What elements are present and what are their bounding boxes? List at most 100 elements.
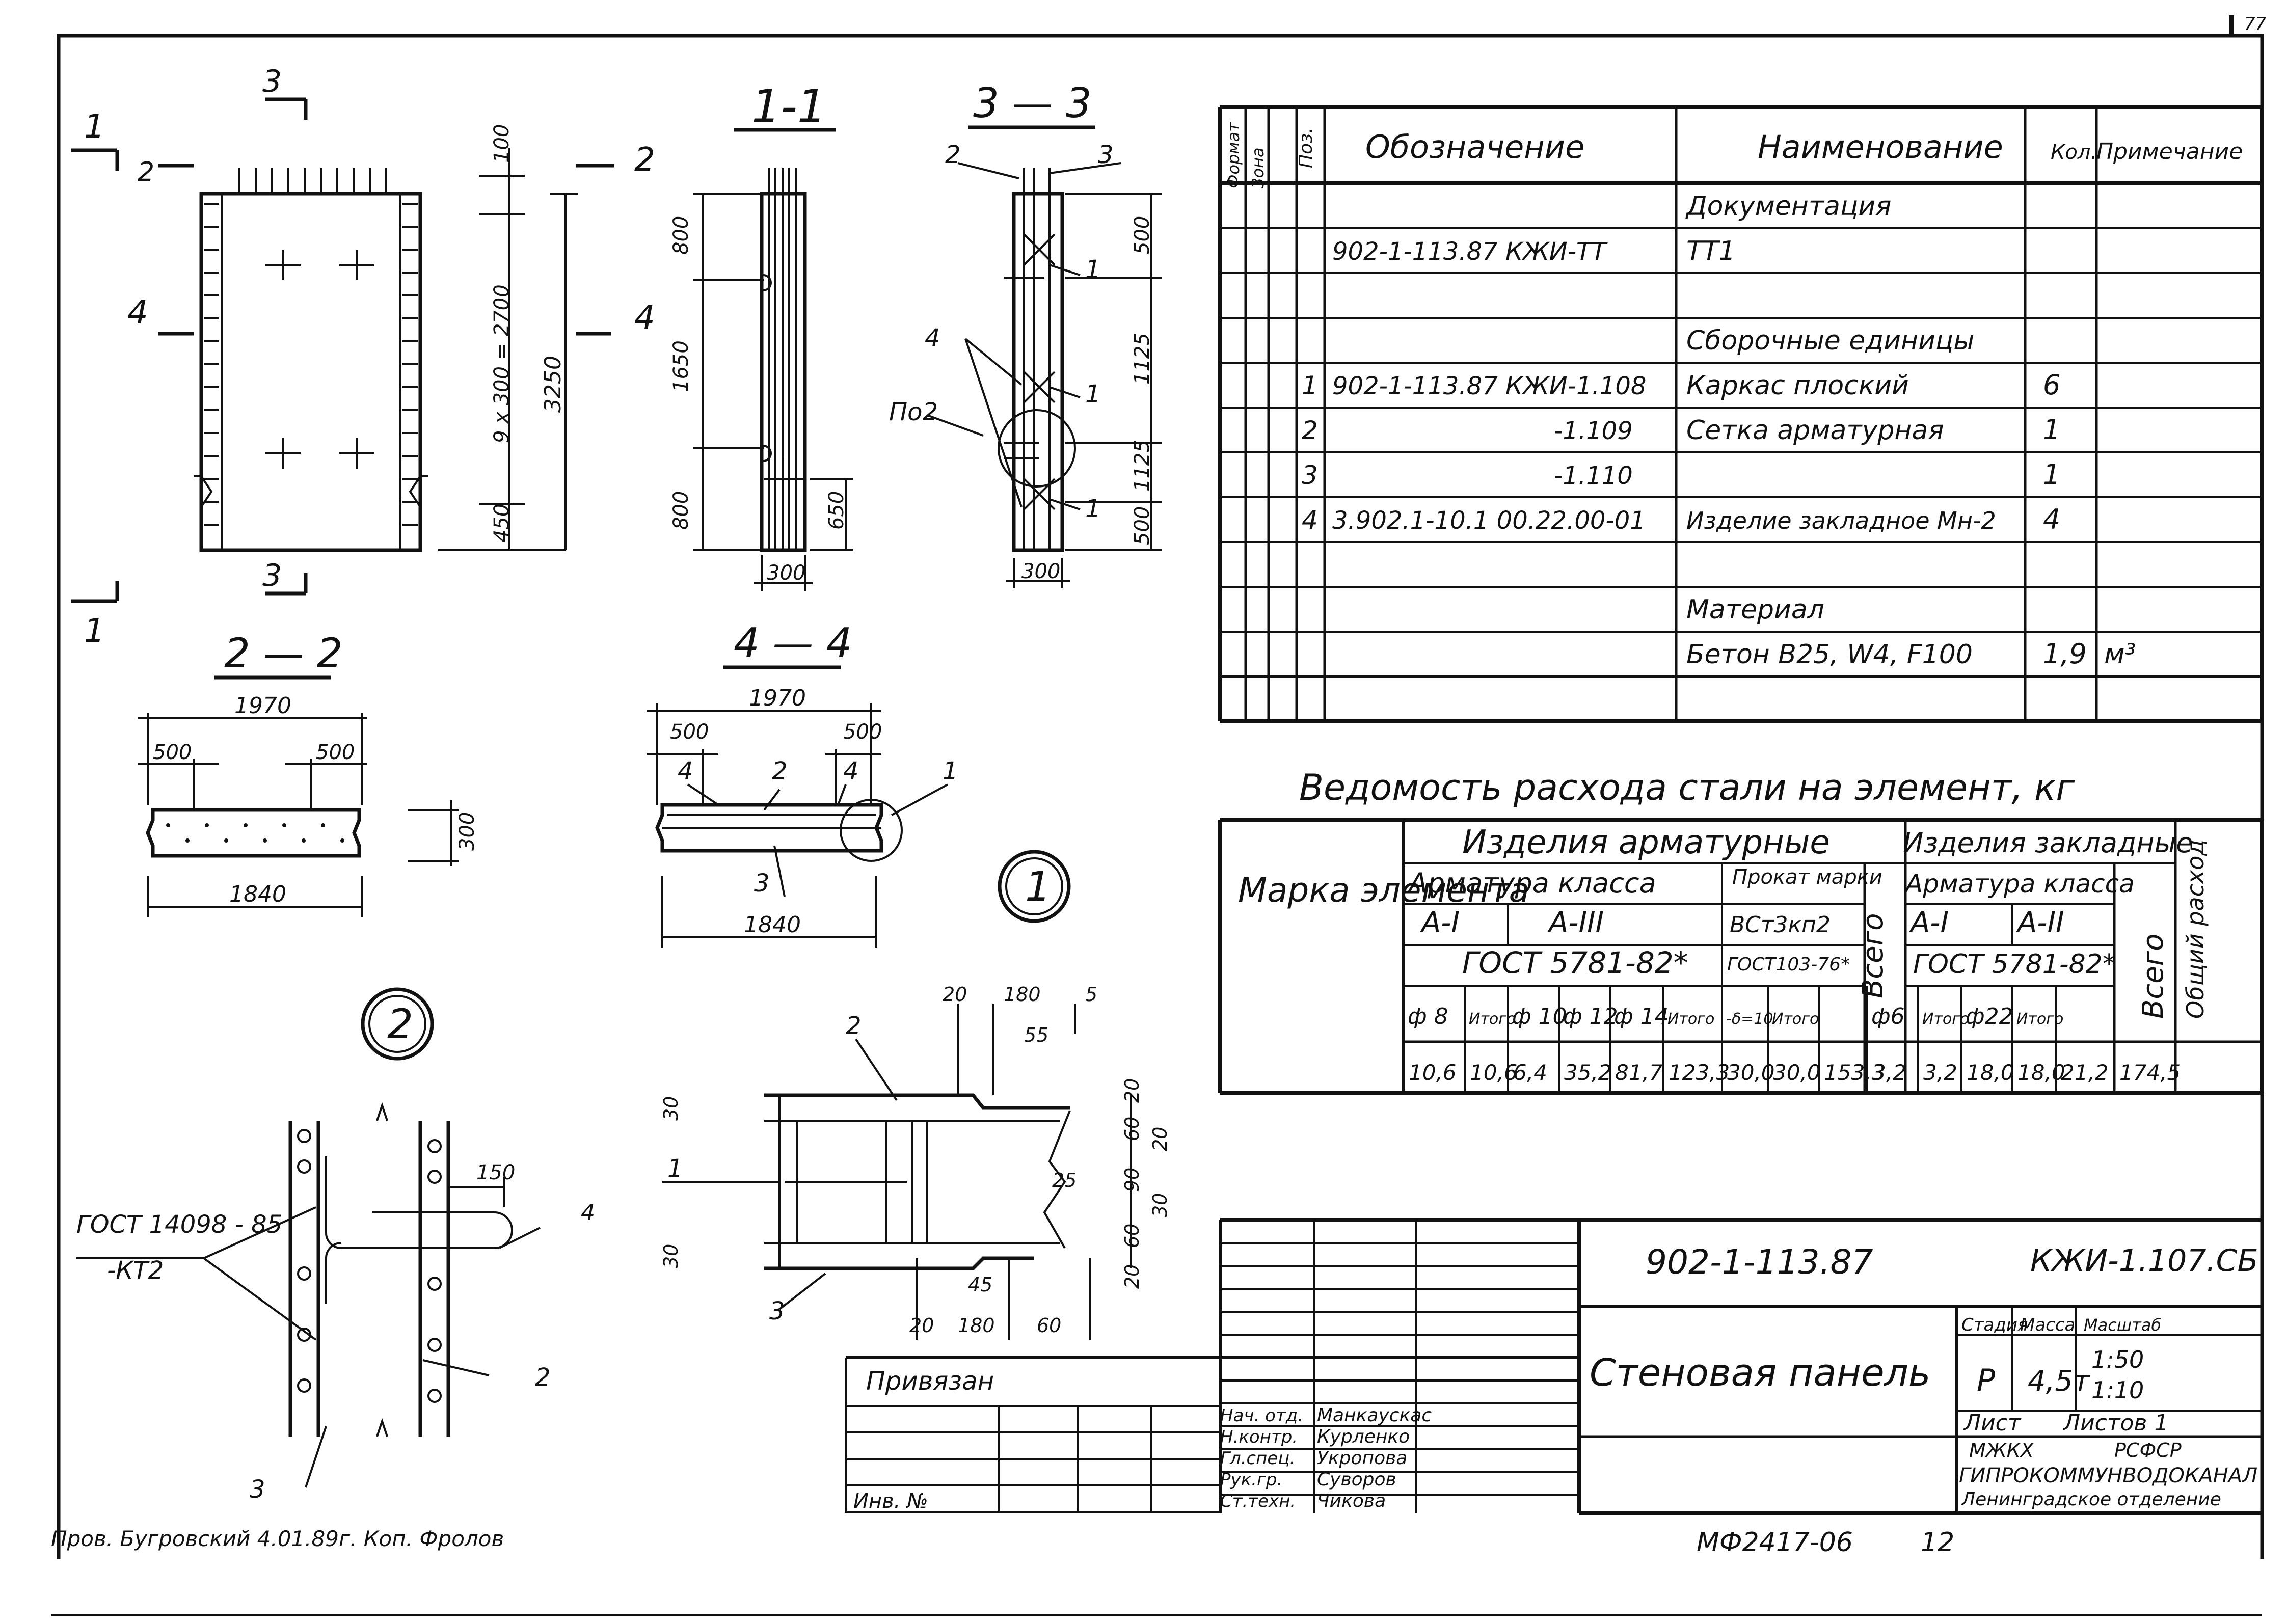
- dim-20: 20: [909, 1314, 934, 1337]
- total-embed: Всего: [2137, 934, 2170, 1019]
- tb-person: Чикова: [1317, 1491, 1386, 1511]
- label-1: 1: [1085, 495, 1101, 523]
- steel-col-header: ф 12: [1563, 1004, 1618, 1030]
- dim-1125: 1125: [1131, 440, 1154, 492]
- tb-person: Укропова: [1317, 1448, 1407, 1469]
- dim-300: 300: [767, 561, 805, 585]
- section-2-2: 2 — 2 1970 500 500 300 1840: [138, 630, 479, 917]
- dim-20: 20: [1121, 1078, 1143, 1103]
- rebar-class: Арматура класса: [1407, 867, 1656, 899]
- node-callout-2: 2: [361, 987, 434, 1061]
- dim-60: 60: [1121, 1117, 1143, 1141]
- dim-500: 500: [1131, 506, 1154, 545]
- dim-90: 90: [1121, 1168, 1143, 1192]
- tb-role: Н.контр.: [1220, 1427, 1298, 1447]
- steel-value: 30,0: [1727, 1060, 1775, 1085]
- view-title: 3 — 3: [973, 79, 1092, 127]
- col-pos: Поз.: [1296, 127, 1316, 168]
- dim-30: 30: [1149, 1193, 1171, 1217]
- panel-elevation: 1 1 2 2 3 3 4 4 100 9 x 300 = 2700 3250 …: [71, 64, 655, 650]
- steel-grade: ВСт3кп2: [1730, 912, 1831, 938]
- spec-row-pos: 1: [1302, 371, 1318, 400]
- dim-1125: 1125: [1131, 333, 1154, 385]
- page-number: 12: [1921, 1527, 1954, 1558]
- cut-mark-3: 3: [262, 64, 282, 99]
- tb-role: Нач. отд.: [1220, 1405, 1303, 1426]
- steel-col-header: Итого: [1772, 1010, 1819, 1028]
- label-3: 3: [769, 1297, 785, 1325]
- label-1: 1: [1085, 380, 1101, 409]
- steel-value: 10,6: [1470, 1060, 1518, 1085]
- spec-row-name: Сборочные единицы: [1686, 326, 1974, 356]
- cut-mark-3: 3: [262, 558, 282, 593]
- dim-500: 500: [316, 741, 355, 764]
- spec-row-designation: -1.110: [1554, 462, 1633, 490]
- org-1: МЖКХ: [1969, 1439, 2034, 1461]
- dim-60: 60: [1121, 1224, 1143, 1248]
- steel-value: 3,2: [1872, 1060, 1906, 1085]
- label-1: 1: [943, 757, 958, 786]
- steel-col-header: ф22: [1966, 1004, 2013, 1030]
- steel-value: 6,4: [1513, 1060, 1547, 1085]
- section-1-1: 1-1 800 1650 800 650 300: [669, 80, 853, 591]
- dim-20: 20: [943, 983, 967, 1006]
- spec-row-qty: 4: [2043, 503, 2060, 535]
- label-1: 1: [1085, 255, 1101, 284]
- dim-1970: 1970: [749, 685, 806, 711]
- dim-20: 20: [1121, 1264, 1143, 1289]
- dim-45: 45: [968, 1274, 992, 1296]
- spec-row-name: Сетка арматурная: [1686, 415, 1944, 446]
- spec-row-qty: 1: [2043, 458, 2060, 491]
- dim-800: 800: [669, 216, 693, 255]
- col-note: Примечание: [2096, 139, 2243, 165]
- steel-value: 153,3: [1824, 1060, 1885, 1085]
- dim-500: 500: [670, 720, 709, 744]
- tb-role: Рук.гр.: [1220, 1470, 1282, 1490]
- steel-value: 21,2: [2061, 1060, 2109, 1085]
- col-zone: Зона: [1248, 147, 1268, 188]
- rolled-label: Прокат марки: [1732, 865, 1882, 889]
- gost-embed: ГОСТ 5781-82*: [1913, 949, 2116, 980]
- cut-mark-1: 1: [84, 108, 105, 146]
- dim-800: 800: [669, 491, 693, 530]
- label-4: 4: [925, 324, 940, 353]
- check-signature: Пров. Бугровский 4.01.89г. Коп. Фролов: [51, 1526, 504, 1551]
- cut-mark-2: 2: [138, 157, 154, 187]
- stage-header: Стадия: [1961, 1315, 2028, 1335]
- section-3-3: 3 — 3 2 3 4 1 1 1 По2 500 1125 1125 500 …: [889, 79, 1162, 588]
- dim-1840: 1840: [229, 881, 286, 907]
- class-a2: А-II: [2016, 906, 2064, 939]
- scale-1: 1:50: [2091, 1346, 2144, 1373]
- spec-row-name: Материал: [1686, 594, 1824, 625]
- spec-row-qty: 6: [2043, 369, 2060, 401]
- steel-consumption-table: Ведомость расхода стали на элемент, кг М…: [1218, 767, 2264, 1095]
- spec-row-pos: 2: [1302, 416, 1318, 445]
- steel-col-header: ф 10: [1512, 1004, 1567, 1030]
- dim-1970: 1970: [234, 693, 291, 719]
- mass-header: Масса: [2020, 1315, 2075, 1335]
- steel-value: 174,5: [2119, 1060, 2181, 1085]
- steel-value: 81,7: [1615, 1060, 1663, 1085]
- spec-row-name: Изделие закладное Мн-2: [1686, 507, 1996, 534]
- label-node-2: По2: [889, 398, 938, 426]
- steel-col-header: Итого: [1922, 1010, 1969, 1028]
- overall-total: Общий расход: [2182, 840, 2209, 1019]
- dim-180: 180: [1004, 983, 1041, 1006]
- class-a3: А-III: [1547, 906, 1604, 939]
- scale-header: Масштаб: [2084, 1315, 2161, 1335]
- org-4: Ленинградское отделение: [1960, 1489, 2221, 1510]
- dim-30: 30: [660, 1244, 682, 1268]
- dim-150: 150: [476, 1161, 515, 1184]
- stage-value: Р: [1977, 1363, 1996, 1398]
- view-title: 2 — 2: [224, 630, 343, 677]
- scale-2: 1:10: [2091, 1376, 2144, 1404]
- tb-person: Манкаускас: [1317, 1405, 1432, 1426]
- inv-label: Инв. №: [853, 1490, 928, 1513]
- dim-3250: 3250: [540, 356, 566, 413]
- cut-mark-2: 2: [634, 141, 655, 179]
- dim-9x300: 9 x 300 = 2700: [490, 284, 514, 443]
- node-callout-1: 1: [998, 850, 1071, 923]
- steel-table-title: Ведомость расхода стали на элемент, кг: [1299, 767, 2075, 808]
